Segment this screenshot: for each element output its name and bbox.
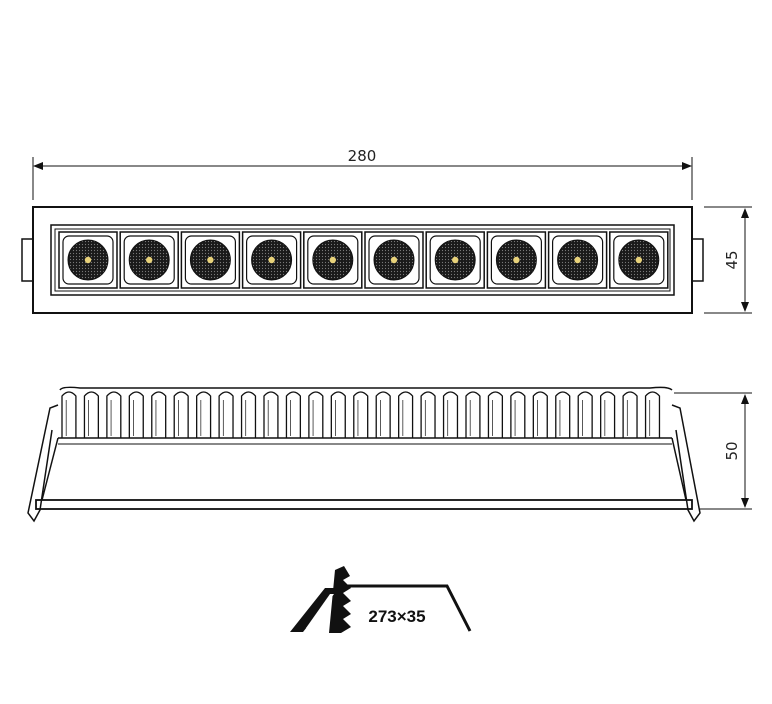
- heatsink-fin: [510, 391, 526, 438]
- led-chip: [146, 256, 153, 264]
- left-spring-clip: [27, 404, 59, 523]
- heatsink-fin: [532, 391, 548, 438]
- led-chip: [574, 256, 581, 264]
- led-array: [58, 231, 669, 289]
- heatsink-fin: [173, 391, 189, 438]
- led-chip: [513, 256, 520, 264]
- led-cell: [547, 231, 608, 289]
- height-dimension: 50: [674, 392, 752, 510]
- right-spring-clip: [671, 404, 701, 523]
- heatsink-fin: [106, 391, 122, 438]
- led-cell: [119, 231, 179, 289]
- heatsink-fin: [420, 391, 436, 438]
- heatsink-fin: [442, 391, 459, 438]
- led-chip: [207, 256, 214, 264]
- heatsink-fin: [577, 391, 593, 438]
- bottom-trim: [35, 499, 693, 510]
- led-chip: [390, 256, 398, 264]
- heatsink-fin: [83, 391, 100, 438]
- left-mounting-tab: [21, 238, 34, 282]
- heatsink-fin: [308, 391, 324, 438]
- led-chip: [84, 256, 92, 264]
- led-chip: [329, 256, 336, 264]
- width-value: 45: [723, 250, 741, 269]
- heatsink-fin: [398, 391, 414, 438]
- heatsink-fin: [622, 391, 638, 438]
- height-value: 50: [723, 441, 741, 460]
- heatsink-fin: [196, 391, 212, 438]
- led-chip: [452, 256, 459, 264]
- heatsink-fin: [487, 391, 504, 438]
- cutout-size: 273×35: [368, 607, 425, 626]
- led-cell: [180, 231, 241, 289]
- heatsink-fin: [128, 391, 144, 438]
- heatsink-fin: [600, 391, 616, 438]
- led-cell: [425, 231, 485, 289]
- length-dimension: 280: [32, 147, 693, 200]
- led-cell: [609, 231, 669, 289]
- heatsink-fin: [644, 391, 661, 438]
- length-value: 280: [348, 147, 377, 165]
- heatsink-fins: [61, 391, 661, 438]
- heatsink-fin: [240, 391, 257, 438]
- heatsink-fin: [330, 391, 346, 438]
- led-cell: [303, 231, 363, 289]
- heatsink-fin: [375, 391, 391, 438]
- cutout-symbol: 273×35: [290, 566, 472, 633]
- led-cell: [58, 231, 118, 289]
- led-cell: [364, 231, 424, 289]
- led-chip: [268, 256, 275, 264]
- led-cell: [486, 231, 547, 289]
- heatsink-fin: [151, 391, 167, 438]
- led-cell: [241, 231, 302, 289]
- saw-icon: [329, 566, 351, 633]
- right-mounting-tab: [691, 238, 704, 282]
- heatsink-fin: [353, 391, 369, 438]
- heatsink-fin: [285, 391, 302, 438]
- inner-frame: [50, 224, 675, 296]
- width-dimension: 45: [704, 206, 752, 314]
- led-chip: [635, 256, 642, 264]
- heatsink-fin: [263, 391, 279, 438]
- heatsink-fin: [465, 391, 481, 438]
- heatsink-fin: [555, 391, 571, 438]
- top-view: 280 45: [21, 147, 752, 314]
- side-view: 50: [27, 386, 752, 523]
- heatsink-fin: [218, 391, 234, 438]
- heatsink-fin: [61, 391, 77, 438]
